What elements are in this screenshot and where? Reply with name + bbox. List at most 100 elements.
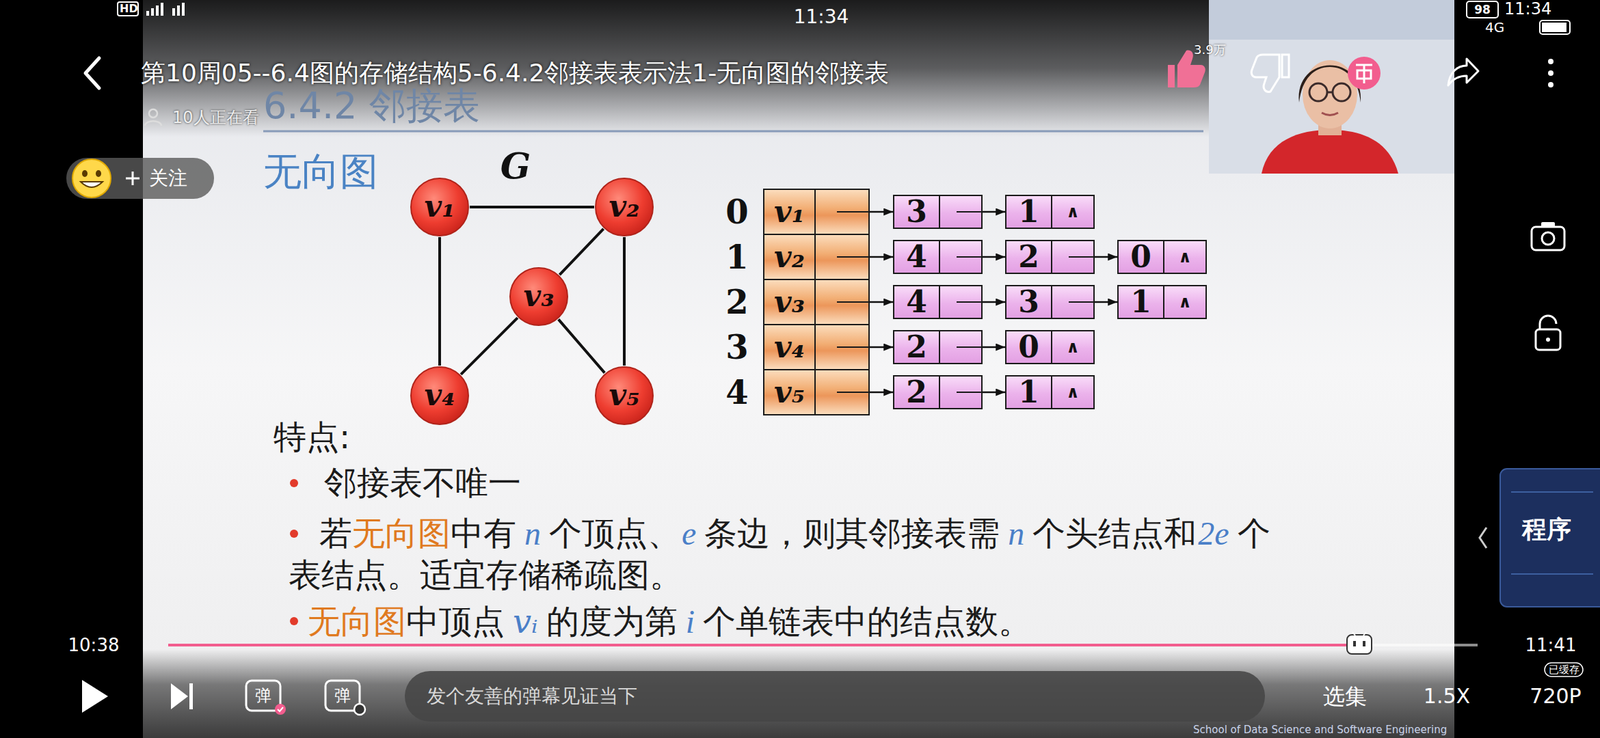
link-cell — [815, 280, 869, 325]
data-cell: 0 — [1118, 241, 1165, 273]
pointer-arrow — [982, 256, 1006, 259]
adjacent-index: 1 — [1018, 196, 1040, 228]
list-node: 4 — [892, 285, 983, 320]
follow-button-text: 关注 — [149, 168, 188, 189]
vertex-name: v₃ — [774, 287, 805, 318]
null-pointer: ∧ — [1178, 294, 1192, 311]
list-node: 1∧ — [1005, 375, 1095, 410]
data-cell: 1 — [1006, 196, 1053, 228]
adjacent-index: 2 — [1018, 242, 1040, 273]
pointer-arrow — [869, 346, 893, 349]
vertex-label: v₄ — [424, 380, 456, 411]
link-cell — [940, 196, 982, 228]
list-node: 0∧ — [1005, 330, 1095, 365]
adjacent-index: 1 — [1130, 287, 1152, 318]
danmaku-toggle: 弹 — [255, 687, 272, 705]
null-pointer: ∧ — [1065, 384, 1080, 401]
pointer-dash — [956, 391, 983, 394]
head-node: v₅ — [763, 369, 870, 416]
pointer-dash — [1068, 301, 1095, 303]
quality-button: 720P — [1529, 686, 1581, 708]
battery-level: 98 — [1474, 4, 1491, 16]
vertex-cell: v₄ — [764, 325, 816, 370]
list-node: 2 — [892, 330, 983, 365]
feature-heading: 特点: — [273, 420, 351, 454]
vertex-name: v₂ — [774, 242, 805, 273]
graph-vertex: v₃ — [508, 266, 569, 327]
list-node: 0∧ — [1117, 240, 1207, 275]
variable: vᵢ — [512, 602, 539, 641]
pointer-dash — [956, 256, 983, 258]
index-number: 1 — [725, 240, 749, 274]
list-node: 1∧ — [1005, 194, 1095, 230]
pointer-arrow — [982, 211, 1006, 214]
pointer-dash — [836, 346, 870, 349]
data-cell: 3 — [894, 196, 941, 228]
vertex-cell: v₂ — [764, 235, 816, 279]
variable: e — [681, 515, 697, 552]
pointer-arrow — [982, 391, 1006, 394]
pointer-dash — [836, 211, 870, 213]
bullet-text: 邻接表不唯一 — [324, 466, 522, 500]
link-cell — [815, 190, 869, 234]
vertex-cell: v₁ — [764, 190, 816, 234]
pointer-dash — [836, 301, 870, 303]
data-cell: 1 — [1006, 376, 1053, 409]
data-cell: 2 — [894, 331, 941, 364]
link-cell — [1052, 241, 1094, 273]
variable: i — [685, 603, 695, 640]
keyword: 无向图 — [352, 514, 451, 553]
graph-vertex: v₂ — [594, 177, 655, 238]
variable: n — [524, 515, 541, 552]
pointer-arrow — [869, 391, 893, 394]
video-title: 第10周05--6.4图的存储结构5-6.4.2邻接表表示法1-无向图的邻接表 — [140, 60, 889, 86]
pointer-arrow — [869, 256, 893, 259]
graph-edge — [469, 205, 595, 209]
pointer-dash — [956, 301, 983, 303]
graph-name: G — [500, 148, 531, 184]
adjacent-index: 0 — [1018, 332, 1040, 363]
vertex-name: v₁ — [774, 196, 805, 228]
danmaku-input-placeholder: 发个友善的弹幕见证当下 — [426, 687, 638, 707]
data-cell: 2 — [894, 376, 941, 409]
status-clock: 11:34 — [793, 7, 850, 27]
data-cell: 4 — [894, 241, 941, 273]
list-node: 2 — [1005, 240, 1095, 275]
vertex-label: v₂ — [609, 191, 640, 222]
link-cell — [940, 331, 982, 364]
link-cell: ∧ — [1052, 196, 1094, 228]
null-pointer: ∧ — [1178, 248, 1192, 266]
data-cell: 2 — [1006, 241, 1053, 273]
link-cell — [940, 286, 982, 318]
index-number: 4 — [725, 376, 749, 409]
bullet-text: 中顶点 — [406, 602, 505, 641]
graph-edge — [460, 317, 518, 375]
status-clock: 11:34 — [1504, 0, 1552, 18]
adjacent-index: 3 — [905, 196, 928, 228]
time-total: 11:41 — [1525, 636, 1577, 655]
vertex-label: v₃ — [523, 281, 555, 312]
webcam-picture — [1208, 0, 1455, 174]
speed-button: 1.5X — [1423, 686, 1471, 708]
pointer-arrow — [1094, 301, 1118, 304]
graph-edge — [438, 237, 442, 366]
adjacent-index: 2 — [905, 332, 928, 363]
head-node: v₂ — [763, 233, 870, 281]
time-elapsed: 10:38 — [68, 636, 120, 655]
link-cell — [940, 241, 982, 273]
episodes-button: 选集 — [1323, 685, 1367, 708]
adjacent-index: 4 — [905, 242, 928, 273]
link-cell — [815, 325, 869, 370]
adjacent-index: 0 — [1130, 242, 1152, 273]
bullet-text: 表结点。适宜存储稀疏图。 — [288, 555, 683, 595]
link-cell: ∧ — [1052, 331, 1094, 364]
data-cell: 3 — [1006, 286, 1053, 318]
null-pointer: ∧ — [1065, 339, 1080, 356]
list-node: 4 — [892, 240, 983, 275]
adjacent-index: 1 — [1018, 377, 1040, 408]
keyword: 无向图 — [307, 602, 407, 641]
list-node: 3 — [1005, 285, 1095, 320]
index-number: 0 — [725, 195, 749, 229]
bullet-text: 个头结点和 — [1032, 514, 1197, 553]
section-label: 无向图 — [263, 152, 379, 191]
